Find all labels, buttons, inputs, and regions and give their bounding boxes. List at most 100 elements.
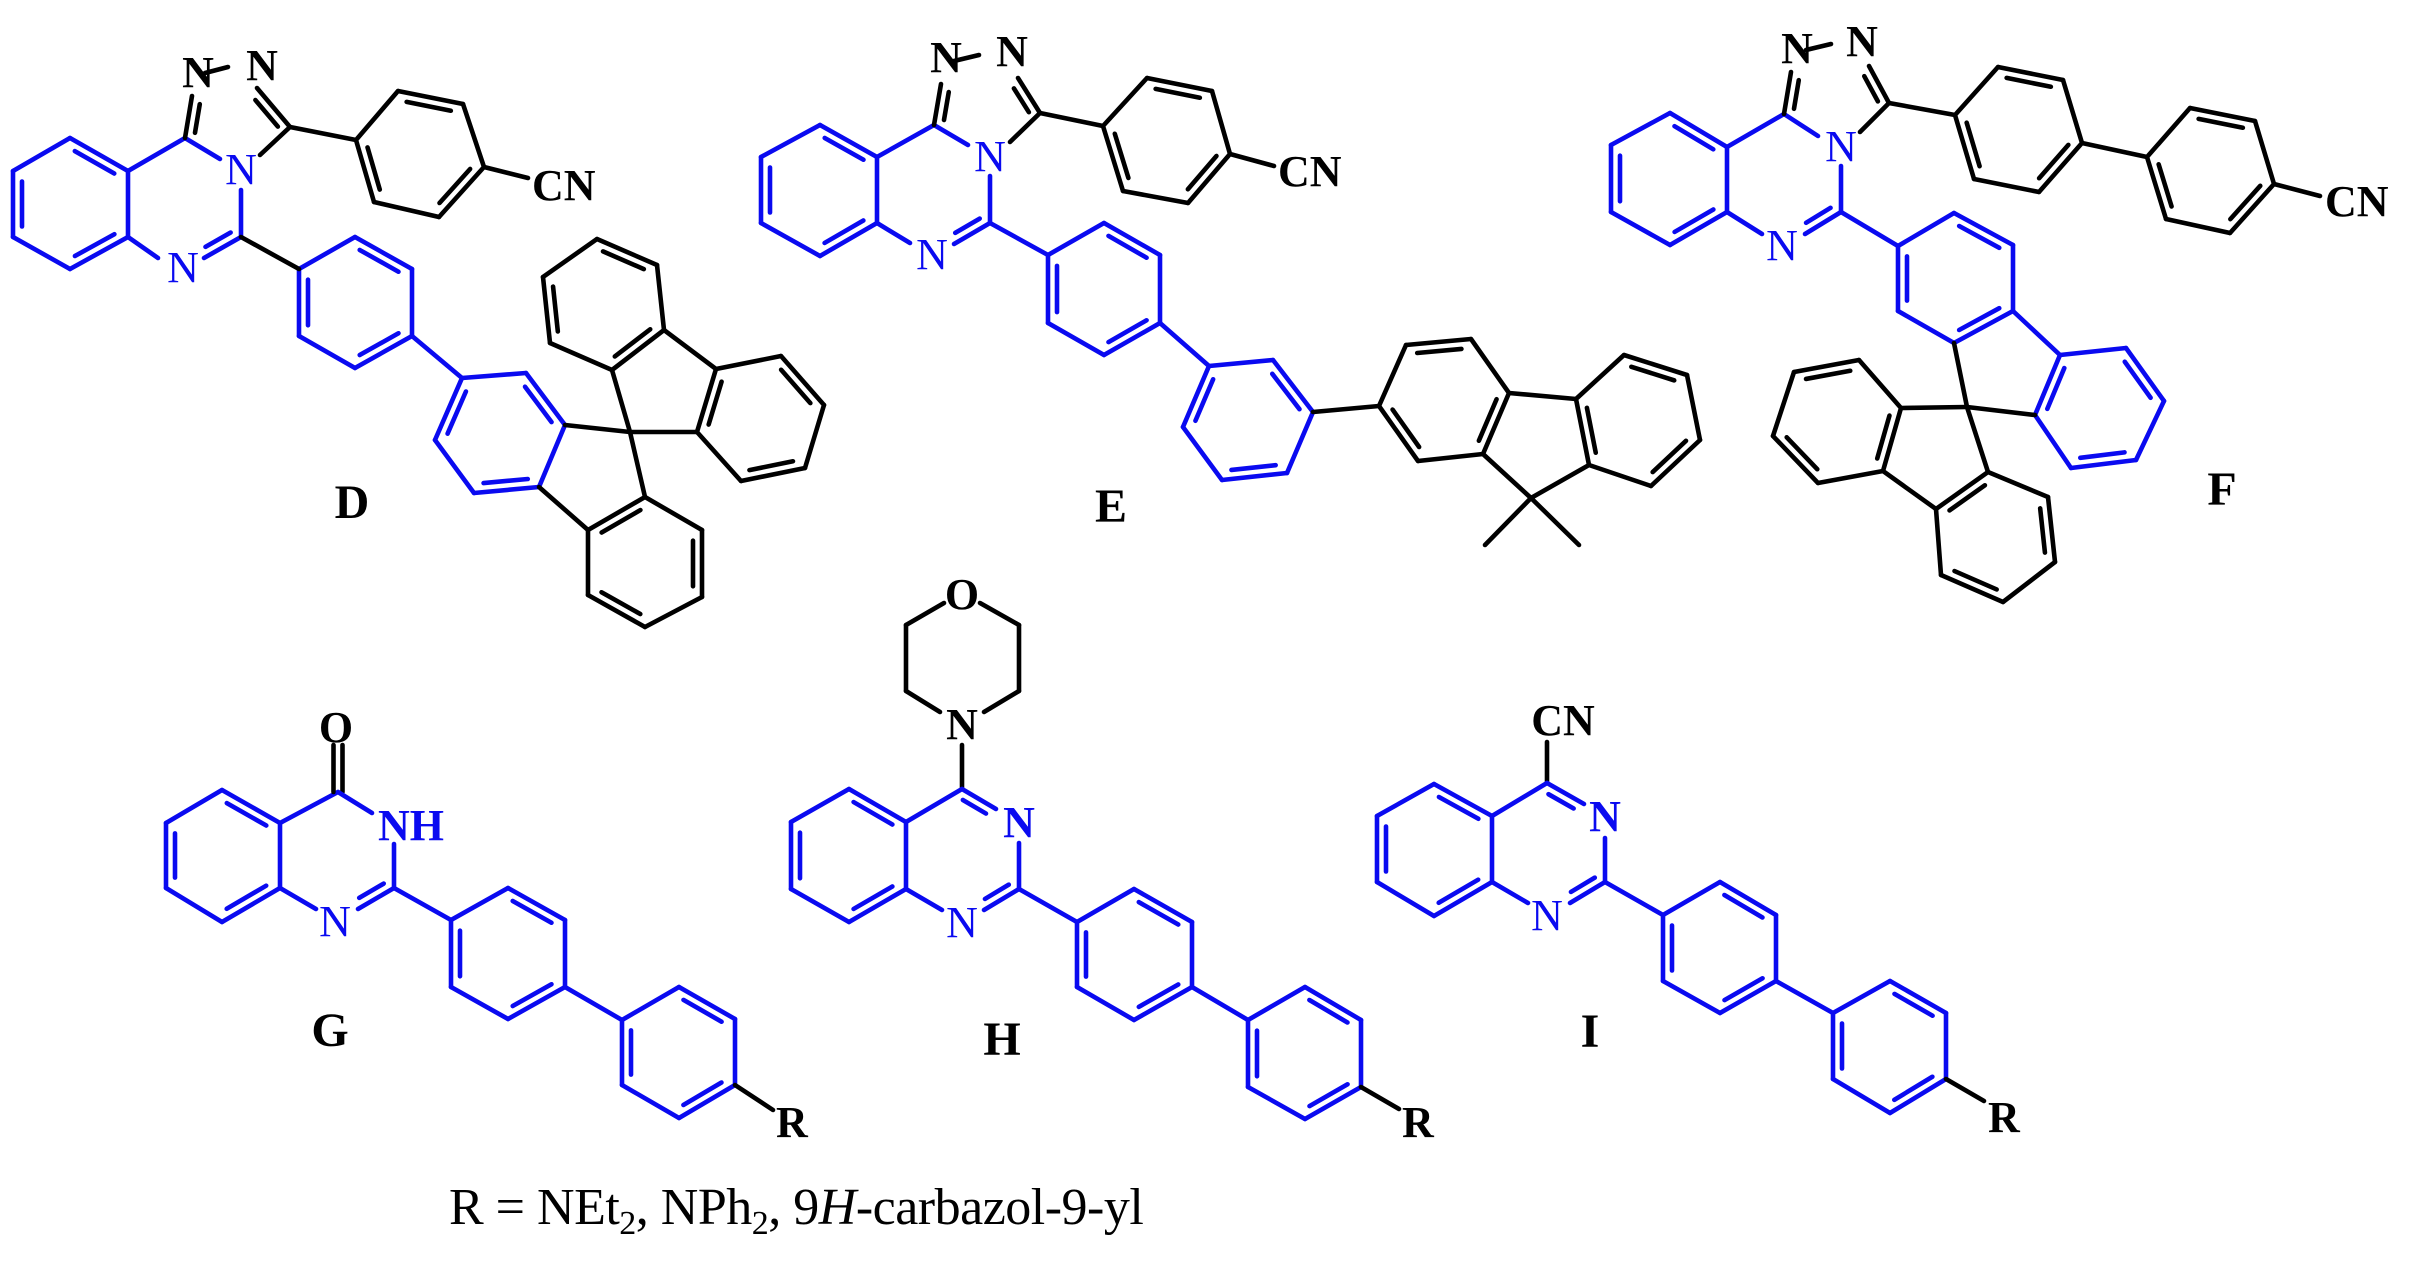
- benzene-ring: [10, 135, 131, 272]
- double-bond-inner-line: [1153, 86, 1203, 101]
- caption-sep: , 9: [768, 1179, 819, 1236]
- double-bond-inner-line: [1722, 976, 1765, 1003]
- ring-bond: [2032, 352, 2063, 418]
- ring-bond: [1985, 469, 2051, 500]
- double-bond-inner-line: [822, 218, 866, 246]
- bond: [1857, 100, 1892, 135]
- ring-bond: [788, 886, 852, 925]
- atom-label-n: N: [1531, 891, 1563, 940]
- ring-bond: [10, 234, 73, 272]
- caption-italic-h: H: [818, 1179, 857, 1236]
- double-bond-inner-line: [681, 1080, 724, 1108]
- ring-bond: [1045, 220, 1107, 258]
- bond: [335, 789, 375, 816]
- bond: [277, 885, 319, 912]
- bond: [1773, 978, 1836, 1016]
- double-bond-inner-line: [224, 883, 269, 912]
- ring-bond: [459, 370, 529, 381]
- double-bond-inner-line: [550, 284, 561, 334]
- ring-bond: [585, 592, 648, 630]
- atom-label-r: R: [1988, 1093, 2021, 1142]
- bond: [1189, 984, 1251, 1023]
- double-bond-inner-line: [1861, 73, 1881, 104]
- double-bond-inner-line: [2045, 365, 2067, 412]
- bond: [1802, 209, 1844, 237]
- double-bond-inner-line: [1136, 982, 1181, 1010]
- ring-bond: [1880, 405, 1904, 474]
- ring-bond: [619, 984, 682, 1023]
- ring-bond: [1933, 469, 1991, 512]
- atom-label-nh: NH: [378, 801, 444, 850]
- double-bond-inner-line: [1956, 305, 2002, 333]
- atom-label-n: N: [1825, 122, 1857, 171]
- double-bond-inner-line: [960, 797, 989, 816]
- ring-bond: [1219, 470, 1290, 483]
- ring-bond: [1815, 468, 1886, 486]
- double-bond-inner-line: [1803, 205, 1833, 226]
- bond: [1544, 780, 1587, 807]
- benzene-ring: [1180, 357, 1316, 483]
- ring-bond: [1660, 978, 1723, 1016]
- atom-label-n: N: [1589, 792, 1621, 841]
- ring-bond: [2144, 105, 2193, 160]
- benzene-ring: [1952, 64, 2085, 195]
- ring-bond: [547, 340, 615, 373]
- ring-bond: [1376, 342, 1409, 409]
- double-bond-inner-line: [2036, 142, 2071, 181]
- benzene-ring: [2144, 105, 2277, 236]
- bond: [874, 122, 937, 160]
- ring-bond: [2144, 154, 2169, 222]
- caption-suffix: -carbazol-9-yl: [855, 1179, 1144, 1236]
- ring-bond: [353, 137, 377, 205]
- ring-bond: [1374, 781, 1437, 819]
- ring-bond: [1573, 352, 1627, 402]
- ring-bond: [1185, 151, 1233, 206]
- bond: [1724, 209, 1765, 237]
- ring-bond: [802, 402, 827, 471]
- ring-bond: [2000, 559, 2058, 605]
- ring-bond: [505, 984, 568, 1022]
- ring-bond: [846, 886, 909, 925]
- bond: [182, 135, 223, 162]
- double-bond-inner-line: [481, 476, 531, 486]
- double-bond-inner-line: [1964, 120, 1982, 169]
- bond: [1310, 403, 1382, 415]
- ring-bond: [609, 327, 667, 373]
- double-bond-inner-line: [1784, 434, 1820, 472]
- benzene-ring: [1830, 978, 1949, 1116]
- double-bond-inner-line: [1106, 233, 1149, 260]
- double-bond-inner-line: [941, 89, 952, 123]
- bond: [1358, 1084, 1402, 1112]
- double-bond-inner-line: [1229, 462, 1278, 473]
- atom-label-n: N: [246, 41, 278, 90]
- bond: [1489, 780, 1550, 819]
- atom-label-r: R: [1402, 1098, 1435, 1147]
- double-bond-inner-line: [1106, 318, 1149, 345]
- bond: [257, 124, 293, 158]
- benzene-ring: [2032, 345, 2167, 471]
- ring-bond: [523, 370, 568, 428]
- bond: [1489, 879, 1531, 906]
- ring-bond: [642, 494, 705, 533]
- ring-bond: [758, 220, 823, 259]
- bond: [355, 885, 397, 912]
- ring-bond: [585, 494, 648, 533]
- double-bond-inner-line: [1629, 364, 1677, 383]
- double-bond-inner-line: [822, 135, 866, 163]
- atom-label-n: N: [974, 132, 1006, 181]
- ring-bond: [654, 262, 667, 333]
- benzene-ring: [619, 984, 738, 1121]
- double-bond-inner-line: [2228, 183, 2263, 222]
- ring-bond: [1284, 409, 1316, 476]
- ring-bond: [2163, 216, 2233, 236]
- ring-bond: [1245, 984, 1308, 1023]
- ring-bond: [1480, 390, 1512, 457]
- double-bond-inner-line: [747, 458, 796, 473]
- ring-bond: [1717, 978, 1779, 1016]
- benzene-ring: [448, 885, 568, 1022]
- double-bond-inner-line: [1476, 396, 1499, 444]
- benzene-ring: [1100, 75, 1233, 206]
